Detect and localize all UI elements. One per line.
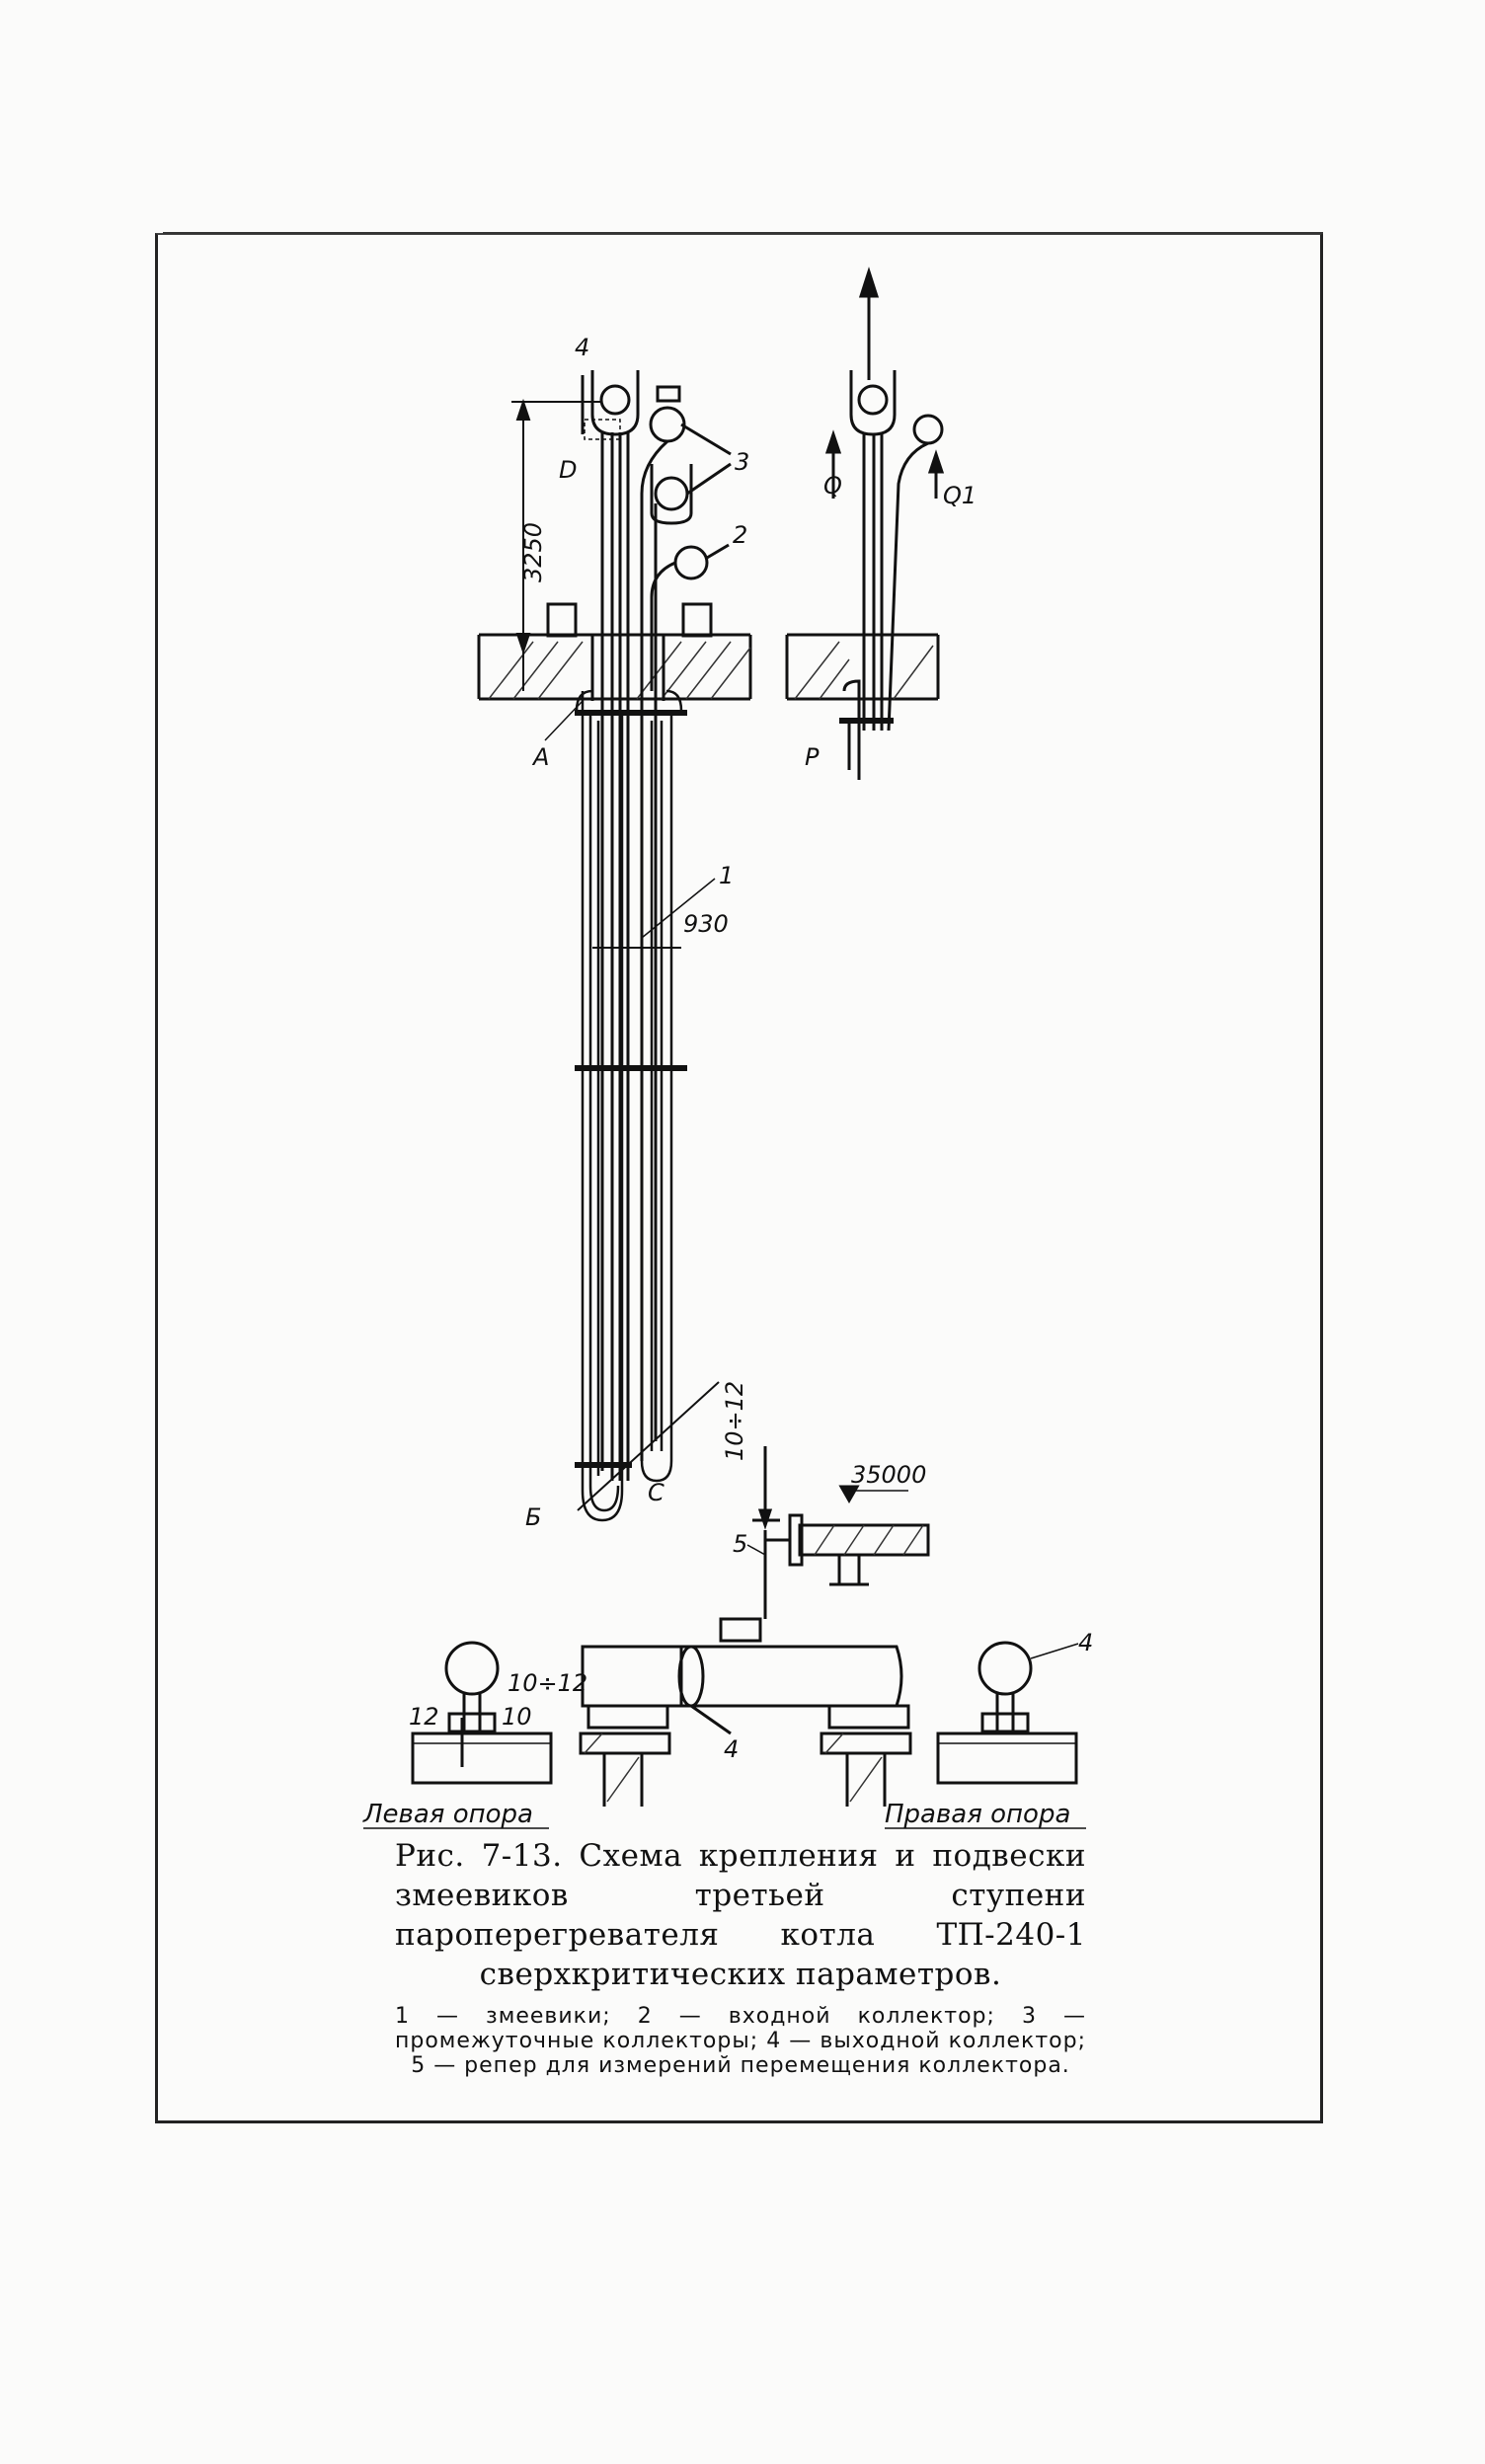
- label-5: 5: [733, 1530, 747, 1558]
- label-a: A: [531, 743, 549, 771]
- outlet-collector-bottom: [579, 1617, 912, 1807]
- mark-35000: 35000: [851, 1461, 926, 1489]
- detail-d-marker: [584, 419, 621, 440]
- coil-bundle: [575, 689, 683, 1522]
- label-4-bottom-center: 4: [724, 1735, 739, 1763]
- left-ceiling-slab: [477, 602, 752, 701]
- label-p: P: [805, 743, 820, 771]
- label-q: Q: [823, 472, 842, 500]
- figure-caption-title: Рис. 7-13. Схема крепления и подвески зм…: [395, 1838, 1086, 1992]
- label-c: C: [648, 1479, 664, 1506]
- inlet-collector: [650, 543, 730, 691]
- right-assembly: [785, 267, 945, 780]
- label-2: 2: [733, 521, 747, 549]
- label-d: D: [559, 456, 577, 484]
- dimension-10: 10: [502, 1703, 532, 1731]
- dimension-10-12-top: 10÷12: [721, 1381, 748, 1461]
- dimension-12: 12: [409, 1703, 439, 1731]
- right-support-label: Правая опора: [885, 1800, 1070, 1829]
- figure-caption-legend: 1 — змеевики; 2 — входной коллектор; 3 —…: [395, 2004, 1086, 2078]
- dimension-3250-line: [511, 398, 602, 691]
- section-c-line: [577, 1381, 720, 1511]
- right-support: [936, 1641, 1079, 1785]
- label-4-top: 4: [575, 334, 589, 361]
- dimension-930: 930: [683, 910, 729, 938]
- label-q1: Q1: [943, 482, 977, 509]
- label-1: 1: [719, 862, 734, 889]
- intermediate-collectors: [640, 385, 732, 1461]
- dimension-10-12-left: 10÷12: [508, 1669, 587, 1697]
- left-support: [411, 1641, 553, 1785]
- label-4-bottom-right: 4: [1078, 1629, 1093, 1656]
- label-3: 3: [735, 448, 749, 476]
- dimension-3250: 3250: [519, 522, 547, 582]
- label-b: Б: [525, 1503, 541, 1531]
- outlet-collector-top: [581, 370, 640, 1481]
- coil-spacers: [575, 710, 687, 1468]
- benchmark-assembly: [752, 1446, 930, 1619]
- left-support-label: Левая опора: [362, 1800, 533, 1829]
